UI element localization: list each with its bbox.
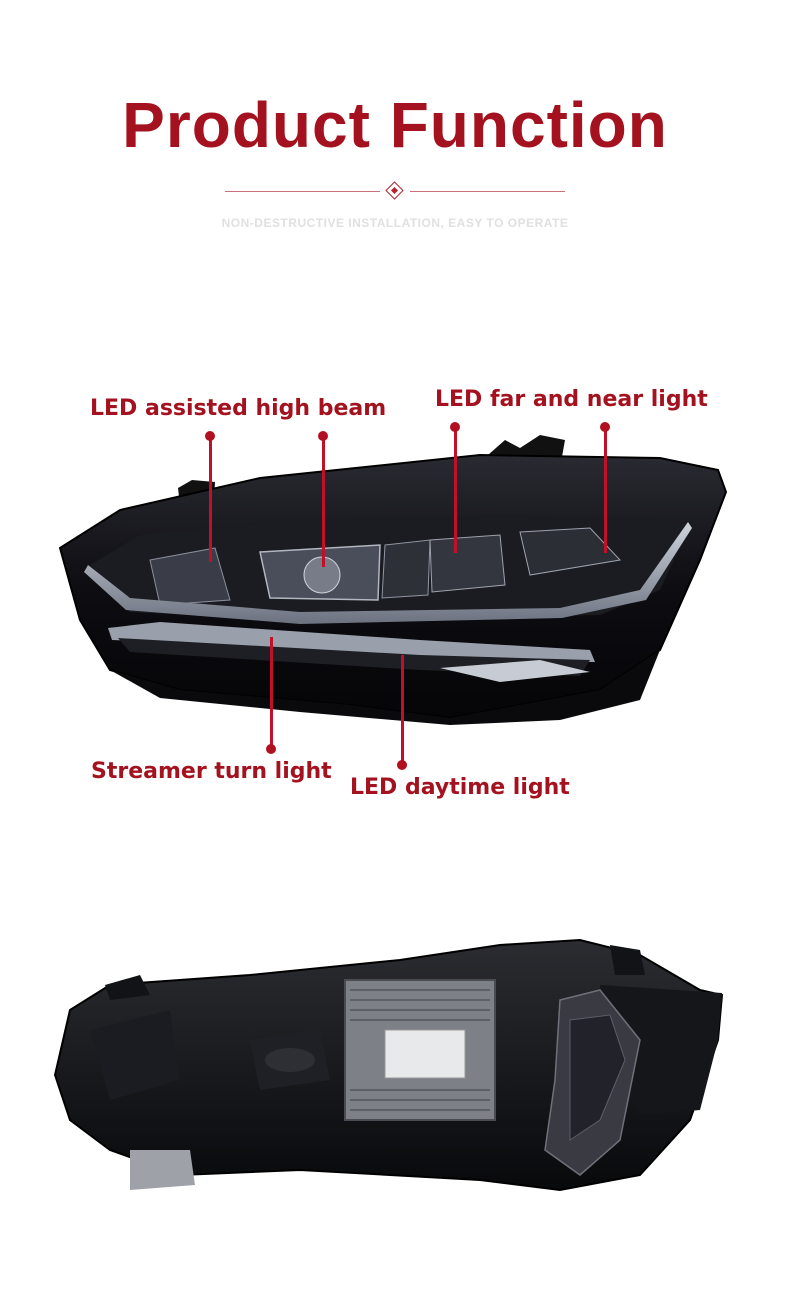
divider-right bbox=[410, 191, 565, 192]
callout-dot bbox=[397, 760, 407, 770]
callout-line bbox=[322, 437, 325, 567]
callout-line bbox=[209, 437, 212, 562]
callout-dot bbox=[266, 744, 276, 754]
page-title: Product Function bbox=[122, 89, 668, 161]
callout-dot bbox=[450, 422, 460, 432]
callout-dot bbox=[205, 431, 215, 441]
callout-dot bbox=[318, 431, 328, 441]
divider-left bbox=[225, 191, 380, 192]
callout-dot bbox=[600, 422, 610, 432]
headlight-front-image bbox=[58, 435, 728, 725]
label-streamer-turn-light: Streamer turn light bbox=[91, 759, 332, 784]
subtitle: NON-DESTRUCTIVE INSTALLATION, EASY TO OP… bbox=[221, 216, 569, 230]
label-daytime-light: LED daytime light bbox=[350, 775, 570, 800]
callout-line bbox=[401, 655, 404, 763]
label-assisted-high-beam: LED assisted high beam bbox=[90, 396, 387, 421]
label-far-near-light: LED far and near light bbox=[435, 387, 708, 412]
callout-line bbox=[604, 428, 607, 553]
callout-line bbox=[270, 637, 273, 747]
callout-line bbox=[454, 428, 457, 553]
